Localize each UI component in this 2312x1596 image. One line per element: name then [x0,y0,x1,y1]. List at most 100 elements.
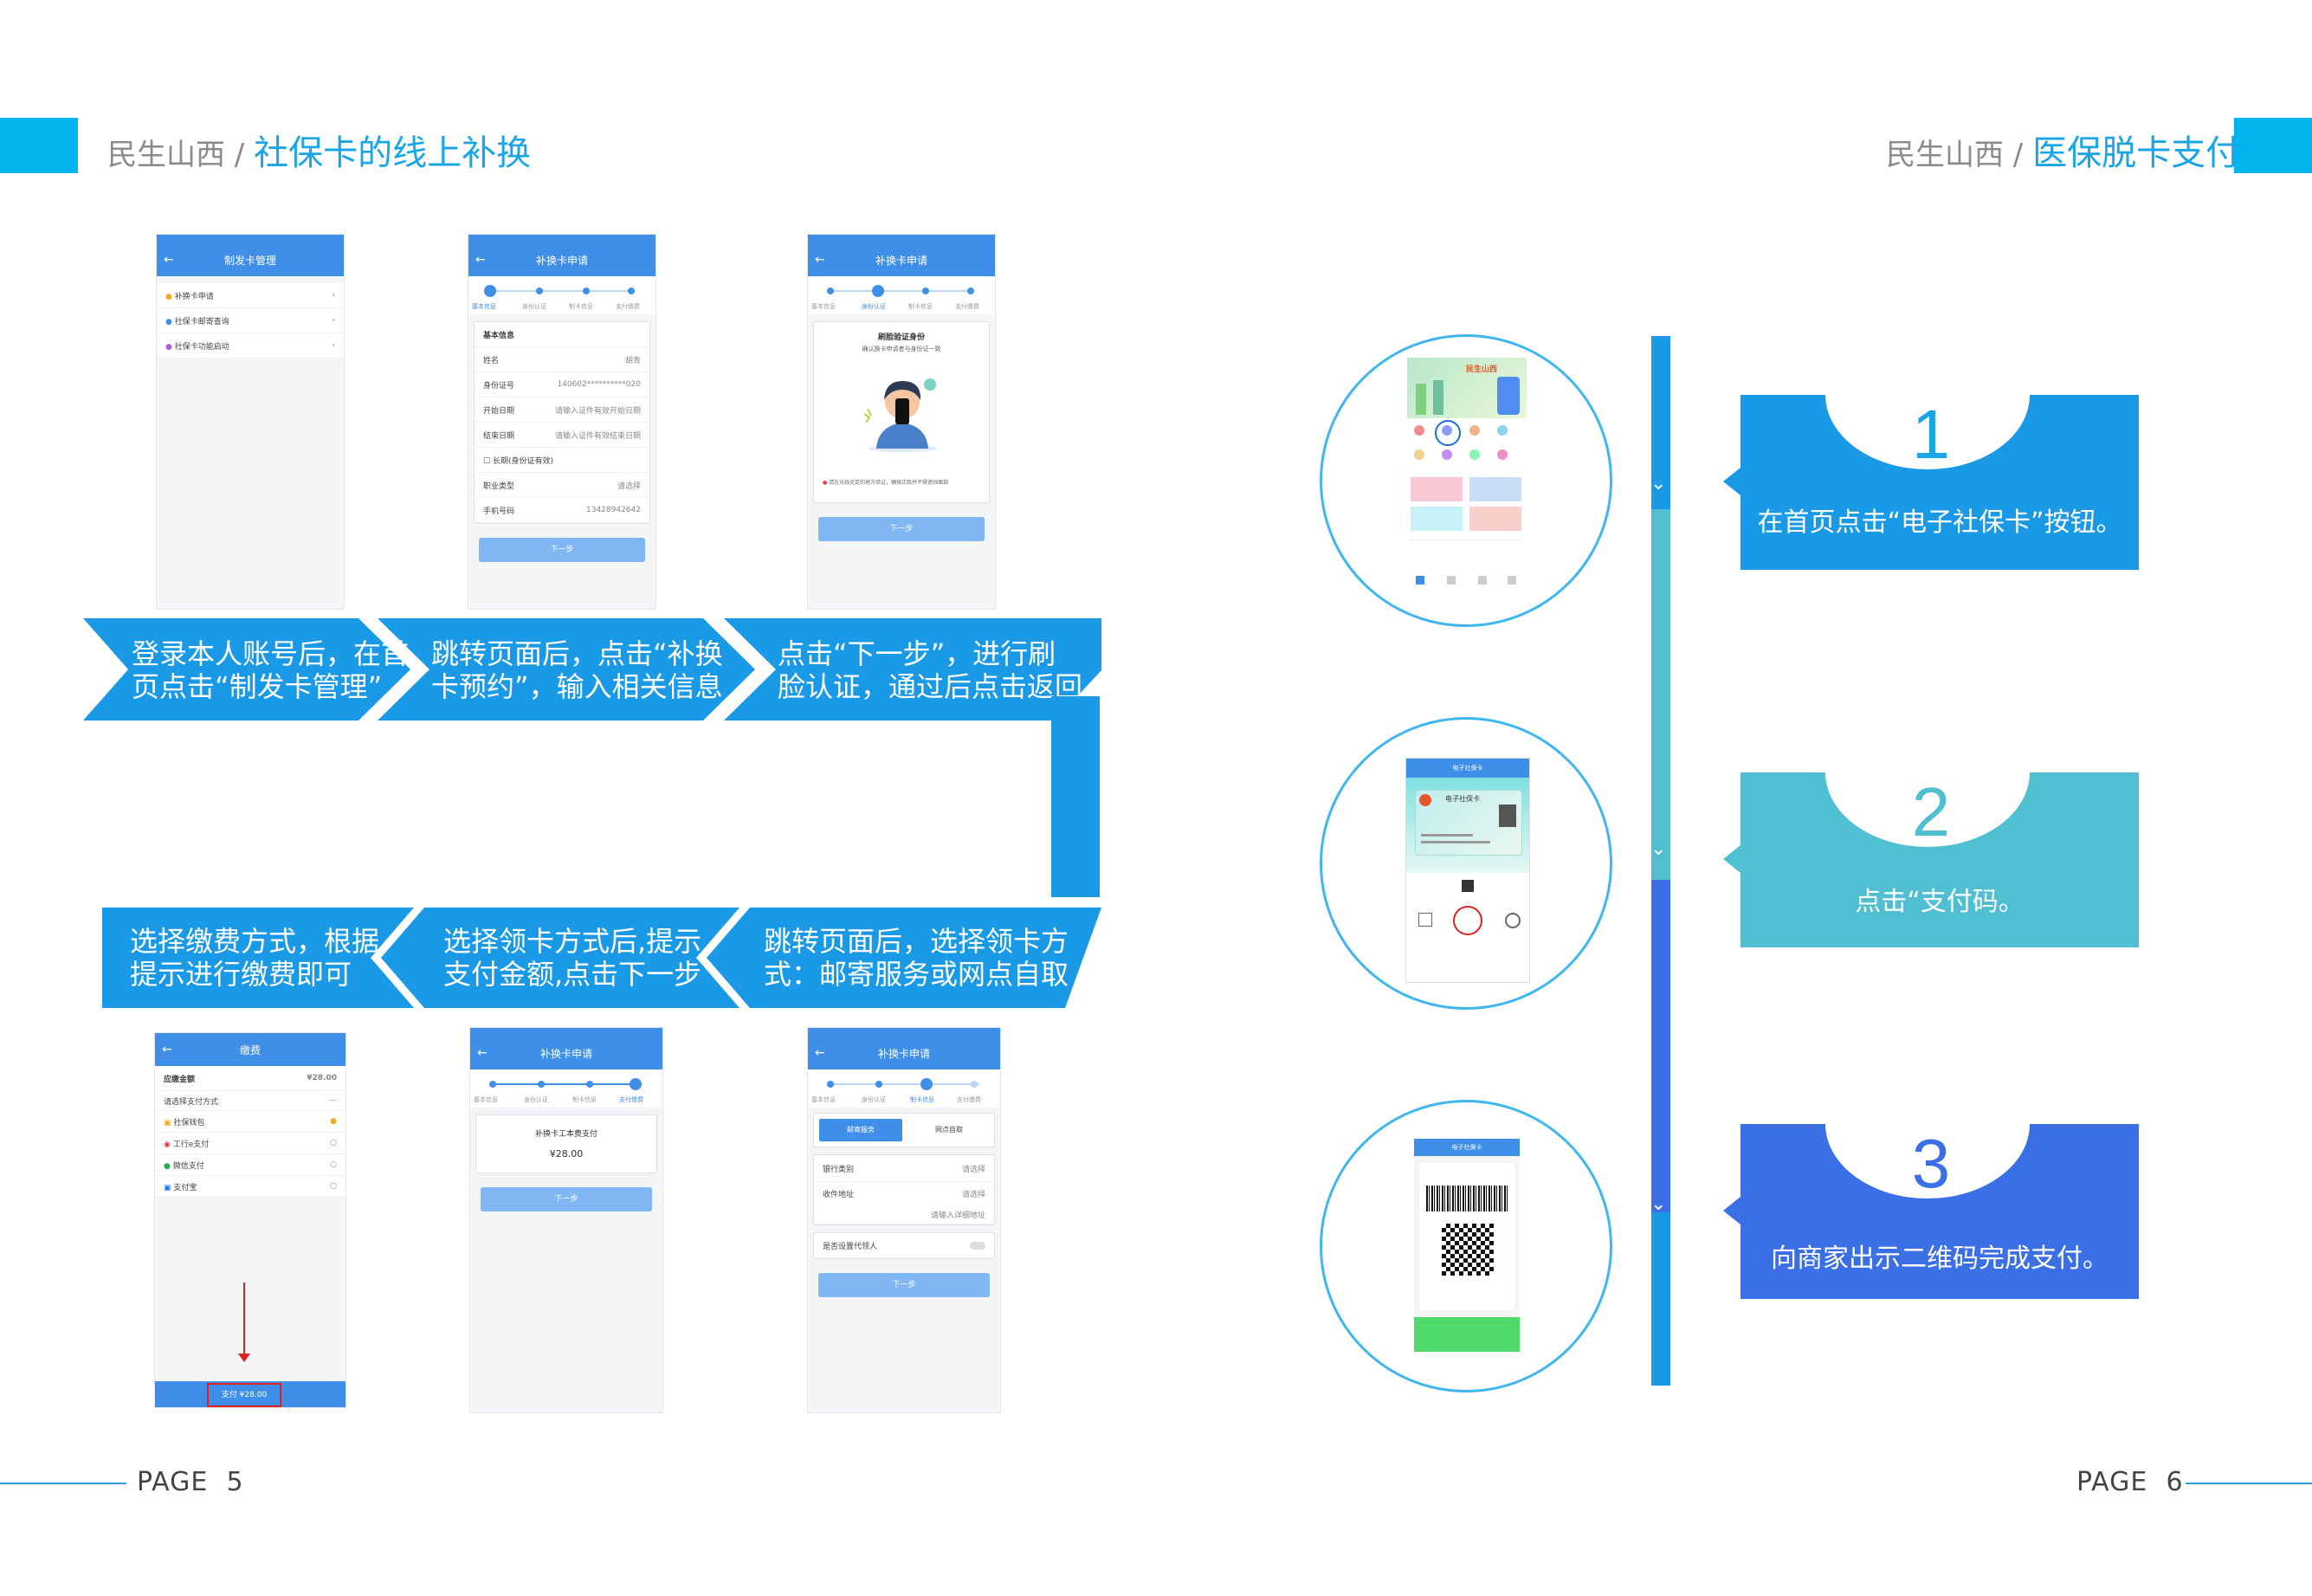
back-arrow-icon[interactable]: ← [815,1046,825,1060]
step-description: 向商家出示二维码完成支付。 [1771,1244,2109,1274]
form-row[interactable]: 姓名胡青 [475,347,649,372]
step-text-fee: 选择领卡方式后,提示支付金额,点击下一步 [443,925,702,991]
circle-paycode-screenshot: 电子社保卡 [1320,1100,1612,1392]
pay-method-option[interactable]: ◉ 工行e支付○ [155,1133,346,1154]
back-arrow-icon[interactable]: ← [477,1046,488,1060]
tip-text: ● 请在光线充足的地方验证，确保正脸并不得遮挡面部 [823,480,949,486]
nav-bar: ← 补换卡申请 [808,1037,1000,1069]
info-row [1411,540,1523,566]
mini-nav-bar: 电子社保卡 [1414,1139,1520,1156]
service-tile[interactable] [1411,507,1463,531]
arrow-indicator [243,1283,245,1357]
step-text-pay: 选择缴费方式，根据提示进行缴费即可 [130,925,380,991]
face-card: 刷脸验证身份 确认换卡申请者与身份证一致 ● 请在光线充足的地方验证，确保正脸并… [813,321,990,503]
pay-method-header: 请选择支付方式— [155,1091,346,1111]
tab-mail-service[interactable]: 邮寄服务 [819,1119,902,1141]
footer-line-left [0,1483,126,1484]
progress-steps: 基本信息 身份认证 制卡信息 支付缴费 [470,1069,662,1108]
form-row[interactable]: 结束日期请输入证件有效结束日期 [475,423,649,448]
status-bar [157,235,344,243]
screen-title: 补换卡申请 [539,1047,592,1060]
step-number: 3 [1911,1125,1951,1202]
chevron-down-icon: ⌄ [1650,473,1667,494]
service-tile[interactable] [1469,477,1521,501]
avatar [1499,804,1516,827]
nav-bar: ← 补换卡申请 [468,243,655,276]
pay-method-option[interactable]: ● 微信支付○ [155,1154,346,1176]
step-text-reserve: 跳转页面后，点击“补换卡预约”，输入相关信息 [431,637,723,703]
circle-home-screenshot: 民生山西 [1320,334,1612,627]
header-accent-left [0,118,78,173]
back-arrow-icon[interactable]: ← [475,253,486,267]
progress-steps: 基本信息 身份认证 制卡信息 支付缴费 [468,276,655,314]
card-subtitle: 确认换卡申请者与身份证一致 [862,346,941,352]
settings-gear-icon[interactable] [1505,913,1521,928]
fee-label: 补换卡工本费支付 [534,1130,597,1139]
status-bar [470,1028,662,1037]
form-row[interactable]: 开始日期请输入证件有效开始日期 [475,397,649,423]
progress-steps: 基本信息 身份认证 制卡信息 支付缴费 [808,276,995,314]
long-term-checkbox[interactable]: ☐ 长期(身份证有效) [475,448,649,473]
next-button[interactable]: 下一步 [481,1187,652,1212]
face-scan-illustration-icon [863,378,937,452]
step-text-face-verify: 点击“下一步”，进行刷脸认证，通过后点击返回 [778,637,1083,703]
nav-bar: ← 补换卡申请 [808,243,995,276]
flow-connector [1051,696,1100,897]
amount-row: 应缴金额¥28.00 [155,1066,346,1091]
green-footer [1414,1317,1520,1352]
form-row[interactable]: 银行类别请选择 [814,1155,994,1182]
step-box-1 [1723,395,2139,570]
timeline-segment-1 [1651,336,1670,509]
step-description: 点击“支付码。 [1855,887,2025,917]
menu-item[interactable]: ● 补换卡申请› [157,283,344,308]
next-button[interactable]: 下一步 [479,538,645,562]
scan-icon[interactable] [1418,913,1432,927]
process-arrows-bottom [102,908,1101,1008]
next-button[interactable]: 下一步 [818,517,985,541]
phone-screenshot-delivery: ← 补换卡申请 基本信息 身份认证 制卡信息 支付缴费 邮寄服务 网点自取 银行… [807,1027,1001,1413]
step-box-3 [1723,1124,2139,1299]
nav-bar: ← 缴费 [155,1033,346,1066]
pay-button[interactable]: 支付 ¥28.00 [207,1383,281,1407]
menu-item[interactable]: ● 社保卡功能启动› [157,333,344,359]
process-arrows-top [83,618,1101,720]
back-arrow-icon[interactable]: ← [162,1043,172,1056]
card-title: 刷脸验证身份 [877,333,925,342]
page-title: 社保卡的线上补换 [254,133,532,173]
screen-title: 补换卡申请 [875,254,927,267]
phone-screenshot-basic-info: ← 补换卡申请 基本信息 身份认证 制卡信息 支付缴费 基本信息 姓名胡青 身份… [468,234,656,610]
service-tile[interactable] [1411,477,1463,501]
screen-title: 补换卡申请 [877,1047,930,1060]
fee-card: 补换卡工本费支付 ¥28.00 [475,1115,657,1173]
service-tile[interactable] [1469,507,1521,531]
header-left: 民生山西 / 社保卡的线上补换 [107,125,531,175]
phone-screenshot-fee: ← 补换卡申请 基本信息 身份认证 制卡信息 支付缴费 补换卡工本费支付 ¥28… [469,1027,663,1413]
form-row[interactable]: 收件地址请选择 [814,1182,994,1205]
timeline-segment-3 [1651,880,1670,1212]
banner-title: 民生山西 [1466,365,1498,374]
next-button[interactable]: 下一步 [818,1273,990,1297]
pay-method-option[interactable]: ▣ 支付宝○ [155,1176,346,1198]
back-arrow-icon[interactable]: ← [164,253,174,267]
tab-pickup[interactable]: 网点自取 [935,1126,963,1134]
step-description: 在首页点击“电子社保卡”按钮。 [1757,507,2122,538]
agent-toggle-row[interactable]: 是否设置代领人 [814,1233,994,1258]
ecard-button-highlight[interactable] [1435,420,1461,446]
form-row[interactable]: 职业类型请选择 [475,473,649,498]
address-detail-input[interactable]: 请输入详细地址 [814,1205,994,1224]
toggle-switch[interactable] [970,1241,985,1250]
pay-method-option[interactable]: ▣ 社保钱包● [155,1111,346,1133]
qr-code [1442,1224,1494,1276]
mini-home-screen: 民生山西 [1407,358,1527,605]
back-arrow-icon[interactable]: ← [815,253,825,267]
status-bar [808,1028,1000,1037]
mini-ecard-screen: 电子社保卡 电子社保卡 [1405,758,1530,983]
menu-item[interactable]: ● 社保卡邮寄查询› [157,308,344,333]
pay-code-button-highlight[interactable] [1453,906,1482,935]
icon-grid [1411,423,1523,472]
ecard: 电子社保卡 [1415,790,1522,856]
status-bar [468,235,655,243]
